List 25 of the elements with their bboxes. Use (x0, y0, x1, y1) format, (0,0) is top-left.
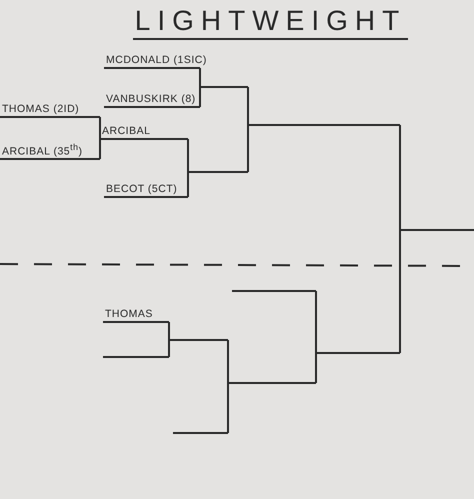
bracket-connector (247, 87, 249, 125)
competitor-name: THOMAS (2ID) (2, 103, 80, 115)
competitor-name: MCDONALD (1SIC) (106, 54, 207, 66)
bracket-connector (315, 291, 317, 353)
bracket-slot-line (0, 142, 100, 160)
competitor-name: VANBUSKIRK (8) (106, 93, 196, 105)
bracket-connector (199, 87, 201, 107)
bracket-connector (168, 322, 170, 340)
competitor-name: ARCIBAL (102, 125, 150, 137)
competitor-name: THOMAS (105, 308, 153, 320)
bracket-connector (187, 172, 189, 197)
bracket-connector (187, 139, 189, 172)
bracket-connector (315, 353, 317, 383)
competitor-name: BECOT (5CT) (106, 183, 178, 195)
bracket-connector (399, 230, 401, 353)
bracket-connector (99, 139, 101, 159)
bracket-connector (168, 340, 170, 357)
bracket-connector (399, 125, 401, 230)
bracket-connector (227, 383, 229, 433)
bracket-connector (99, 117, 101, 139)
title: LIGHTWEIGHT (133, 4, 408, 40)
bracket-connector (199, 68, 201, 87)
competitor-name: ARCIBAL (35$^{th}$) (2, 142, 82, 157)
bracket-connector (247, 125, 249, 172)
bracket-connector (227, 340, 229, 383)
